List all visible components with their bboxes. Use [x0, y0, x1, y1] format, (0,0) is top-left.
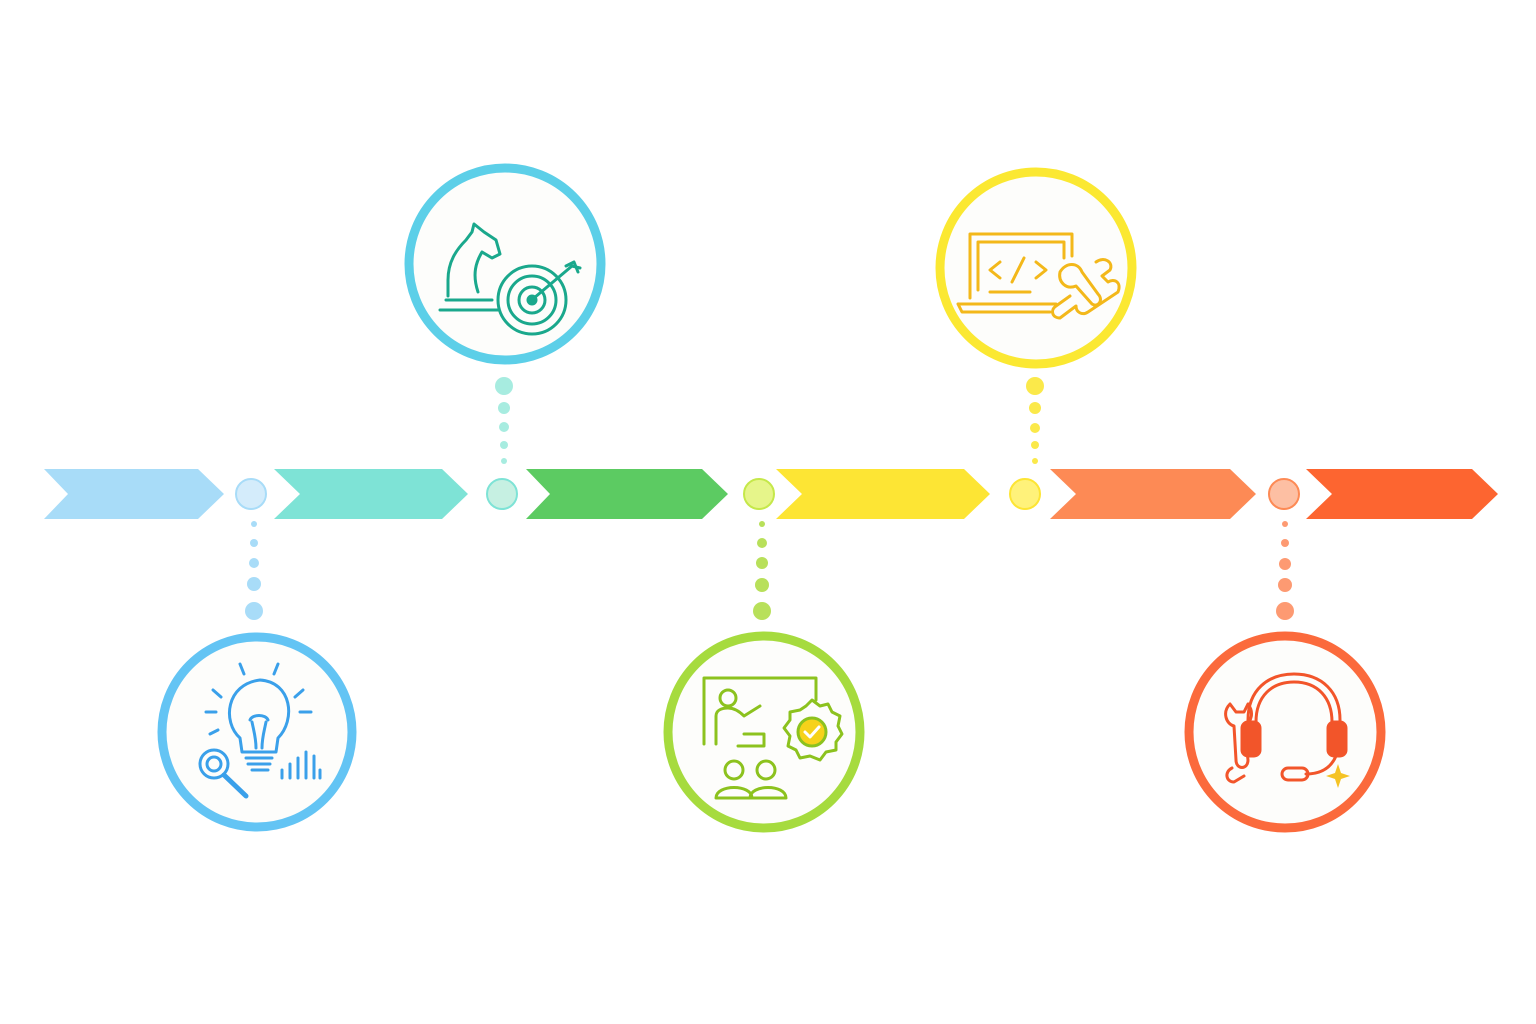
chevron-stage-6: [1306, 469, 1498, 519]
connector-stage-5: [1276, 521, 1294, 620]
badge-training-presentation: [663, 631, 865, 833]
timeline-node-4: [1009, 478, 1041, 510]
strategy-target-icon: [438, 222, 582, 336]
badge-support-headset: [1184, 631, 1386, 833]
chevron-stage-4: [776, 469, 990, 519]
timeline-nodes: [235, 478, 1300, 510]
development-code-icon: [956, 232, 1121, 320]
timeline-node-5: [1268, 478, 1300, 510]
chevron-stage-3: [526, 469, 728, 519]
chevron-stage-5: [1050, 469, 1256, 519]
dotted-connectors: [245, 377, 1294, 620]
connector-stage-4: [1026, 377, 1044, 464]
badge-strategy-target: [404, 163, 606, 365]
chevron-stage-1: [44, 469, 224, 519]
research-idea-icon: [198, 662, 322, 799]
timeline-node-1: [235, 478, 267, 510]
timeline-node-3: [743, 478, 775, 510]
connector-stage-1: [245, 521, 263, 620]
support-headset-icon: [1224, 672, 1348, 784]
chevron-stage-2: [274, 469, 468, 519]
training-settings-icon: [702, 676, 844, 800]
connector-stage-2: [495, 377, 513, 464]
sparkle-icon: [1326, 764, 1350, 788]
badge-development-code: [935, 167, 1137, 369]
chevron-band: [44, 469, 1498, 519]
timeline-node-2: [486, 478, 518, 510]
badge-research-idea: [157, 632, 357, 832]
connector-stage-3: [753, 521, 771, 620]
